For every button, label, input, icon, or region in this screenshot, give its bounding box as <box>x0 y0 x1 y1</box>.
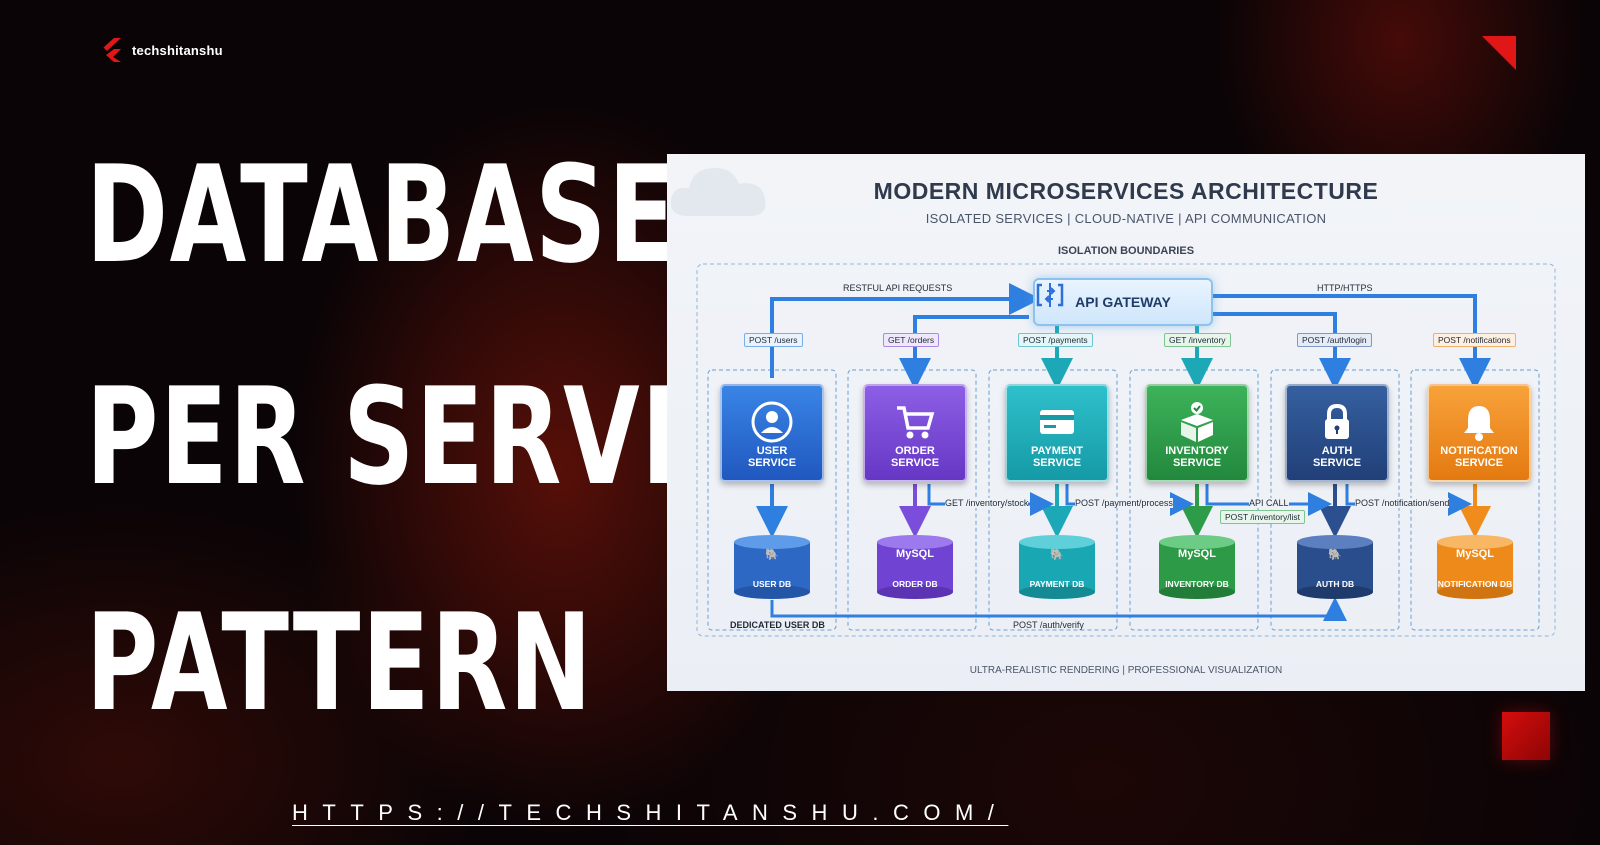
database-cylinder-icon <box>734 535 810 599</box>
red-square-decoration <box>1502 712 1550 760</box>
auth-db-label: AUTH DB <box>1315 579 1355 589</box>
label-payment-process: POST /payment/process <box>1075 498 1173 508</box>
route-tag-auth-login: POST /auth/login <box>1297 333 1372 347</box>
shopping-cart-icon <box>897 406 935 439</box>
package-check-icon <box>1181 402 1213 442</box>
route-tag-notifications: POST /notifications <box>1433 333 1516 347</box>
payment-service-card: PAYMENT SERVICE <box>1005 384 1109 482</box>
user-icon <box>751 401 793 443</box>
postgres-elephant-icon: 🐘 <box>765 549 779 561</box>
api-gateway-label: API GATEWAY <box>1075 294 1171 310</box>
order-service-name-line2: SERVICE <box>890 457 940 470</box>
database-cylinder-icon <box>1437 535 1513 599</box>
website-url-link[interactable]: HTTPS://TECHSHITANSHU.COM/ <box>292 800 1009 825</box>
diagram-subtitle: ISOLATED SERVICES | CLOUD-NATIVE | API C… <box>925 211 1327 226</box>
inventory-service-card: INVENTORY SERVICE <box>1145 384 1249 482</box>
label-inventory-stock: GET /inventory/stock <box>945 498 1029 508</box>
user-service-name-line2: SERVICE <box>747 457 797 470</box>
label-notification-send: POST /notification/send <box>1355 498 1450 508</box>
notification-db-label: NOTIFICATION DB <box>1437 579 1513 589</box>
database-cylinder-icon <box>1019 535 1095 599</box>
label-api-call: API CALL <box>1249 498 1289 508</box>
database-cylinder-icon <box>1159 535 1235 599</box>
order-service-name-line1: ORDER <box>895 444 935 457</box>
headline-line-2: PER SERVICE <box>85 359 824 515</box>
http-https-label: HTTP/HTTPS <box>1317 283 1373 293</box>
auth-db: 🐘 AUTH DB <box>1295 534 1375 600</box>
inventory-db-label: INVENTORY DB <box>1165 579 1229 589</box>
corner-triangle-decoration <box>1482 36 1516 70</box>
route-tag-users: POST /users <box>744 333 803 347</box>
notification-service-card: NOTIFICATION SERVICE <box>1427 384 1531 482</box>
lock-icon <box>1325 403 1349 439</box>
diagram-title: MODERN MICROSERVICES ARCHITECTURE <box>873 178 1379 204</box>
order-service-card: ORDER SERVICE <box>863 384 967 482</box>
payment-db-label: PAYMENT DB <box>1029 579 1085 589</box>
mysql-engine-label: MySQL <box>1456 548 1494 560</box>
headline-line-1: DATABASE <box>85 137 678 293</box>
gateway-icon <box>1036 283 1064 307</box>
notification-db: MySQL NOTIFICATION DB <box>1435 534 1515 600</box>
notification-service-name-line2: SERVICE <box>1454 457 1504 470</box>
brand-name: techshitanshu <box>132 42 223 58</box>
user-db: 🐘 USER DB <box>732 534 812 600</box>
payment-service-name-line2: SERVICE <box>1032 457 1082 470</box>
user-db-label: USER DB <box>752 579 792 589</box>
route-tag-payments: POST /payments <box>1018 333 1093 347</box>
user-service-name-line1: USER <box>756 444 788 457</box>
route-tag-orders: GET /orders <box>883 333 940 347</box>
headline-line-3: PATTERN <box>85 585 594 741</box>
database-cylinder-icon <box>1297 535 1373 599</box>
api-gateway: API GATEWAY <box>1033 278 1213 326</box>
order-db: MySQL ORDER DB <box>875 534 955 600</box>
auth-service-card: AUTH SERVICE <box>1285 384 1389 482</box>
route-tag-inventory: GET /inventory <box>1164 333 1231 347</box>
payment-service-name-line1: PAYMENT <box>1031 444 1083 457</box>
label-inventory-list: POST /inventory/list <box>1220 510 1305 524</box>
order-db-label: ORDER DB <box>892 579 938 589</box>
mysql-engine-label: MySQL <box>896 548 934 560</box>
inventory-db: MySQL INVENTORY DB <box>1157 534 1237 600</box>
isolation-boundaries-label: ISOLATION BOUNDARIES <box>1057 245 1195 257</box>
flutter-logo-icon <box>103 38 121 62</box>
credit-card-icon <box>1040 410 1074 434</box>
postgres-elephant-icon: 🐘 <box>1050 549 1064 561</box>
cloud-icon <box>670 168 766 216</box>
label-dedicated-user-db: DEDICATED USER DB <box>730 620 825 630</box>
mysql-engine-label: MySQL <box>1178 548 1216 560</box>
database-cylinder-icon <box>877 535 953 599</box>
payment-db: 🐘 PAYMENT DB <box>1017 534 1097 600</box>
auth-service-name-line1: AUTH <box>1321 444 1353 457</box>
notification-service-name-line1: NOTIFICATION <box>1440 444 1518 457</box>
auth-service-name-line2: SERVICE <box>1312 457 1362 470</box>
bell-icon <box>1464 406 1494 441</box>
brand-logo[interactable]: techshitanshu <box>100 38 223 62</box>
postgres-elephant-icon: 🐘 <box>1328 549 1342 561</box>
diagram-footer: ULTRA-REALISTIC RENDERING | PROFESSIONAL… <box>969 665 1283 676</box>
label-auth-verify: POST /auth/verify <box>1013 620 1084 630</box>
inventory-service-name-line1: INVENTORY <box>1165 444 1229 457</box>
restful-api-label: RESTFUL API REQUESTS <box>843 283 953 293</box>
inventory-service-name-line2: SERVICE <box>1172 457 1222 470</box>
architecture-diagram: MODERN MICROSERVICES ARCHITECTURE ISOLAT… <box>667 154 1585 691</box>
user-service-card: USER SERVICE <box>720 384 824 482</box>
